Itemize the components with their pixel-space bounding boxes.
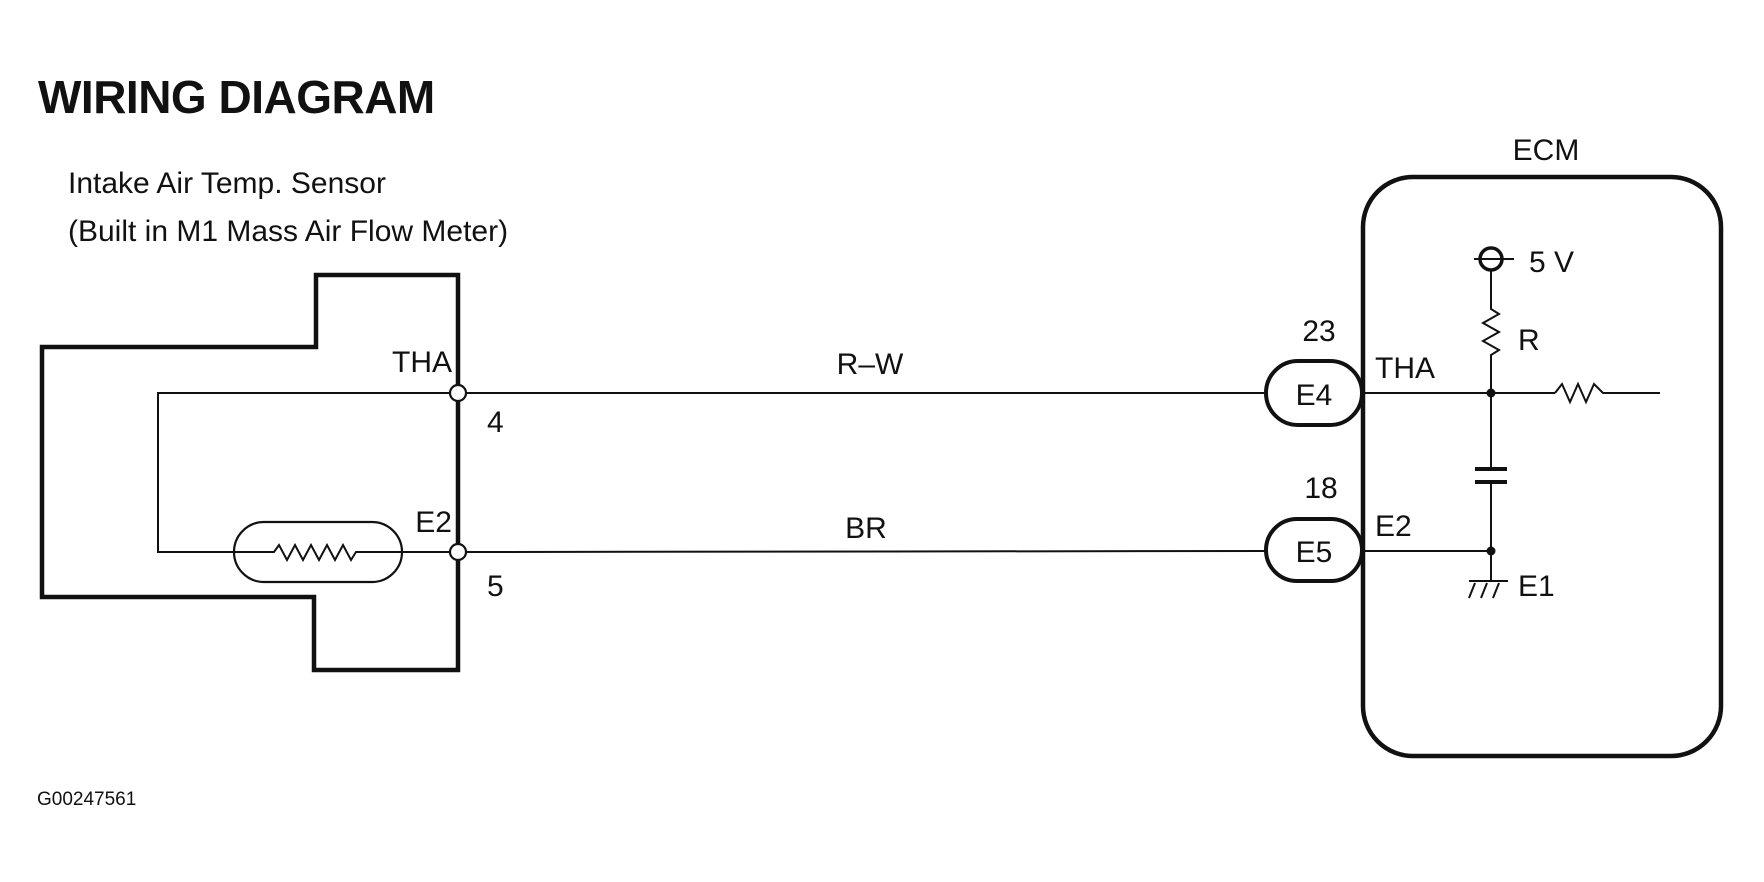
connector-e5 bbox=[1264, 517, 1364, 583]
connector-e4-label: E4 bbox=[1296, 379, 1333, 412]
connector-e4 bbox=[1264, 359, 1364, 427]
thermistor-capsule bbox=[232, 520, 404, 584]
junction-dot-tha bbox=[1486, 388, 1496, 398]
sensor-internal-wire bbox=[157, 392, 450, 553]
sensor-name: Intake Air Temp. Sensor bbox=[68, 167, 386, 200]
sensor-housing bbox=[39, 272, 461, 673]
ecm-pin-18: 18 bbox=[1304, 472, 1337, 505]
supply-5v-label: 5 V bbox=[1529, 246, 1574, 279]
pullup-resistor-label: R bbox=[1518, 324, 1540, 357]
ecm-pin-23: 23 bbox=[1302, 315, 1335, 348]
wire-br bbox=[465, 550, 1267, 553]
wire-label-br: BR bbox=[845, 512, 887, 545]
ground-icon bbox=[1468, 580, 1508, 599]
ecm-box bbox=[1360, 174, 1724, 759]
sensor-terminal-circle-5 bbox=[448, 542, 468, 562]
sensor-pin-4: 4 bbox=[487, 406, 504, 439]
page-title: WIRING DIAGRAM bbox=[38, 71, 435, 123]
pullup-resistor-icon bbox=[1480, 270, 1502, 393]
figure-id: G00247561 bbox=[37, 789, 136, 810]
junction-dot-e2 bbox=[1486, 546, 1496, 556]
sensor-terminal-circle-4 bbox=[448, 383, 468, 403]
ground-label: E1 bbox=[1518, 570, 1555, 603]
ecm-terminal-tha: THA bbox=[1375, 352, 1435, 385]
wire-label-r-w: R–W bbox=[837, 348, 904, 381]
sensor-pin-5: 5 bbox=[487, 570, 504, 603]
sensor-terminal-tha: THA bbox=[392, 346, 452, 379]
thermistor-icon bbox=[269, 542, 363, 563]
ecm-terminal-e2: E2 bbox=[1375, 510, 1412, 543]
signal-resistor-icon bbox=[1554, 381, 1660, 405]
sensor-subname: (Built in M1 Mass Air Flow Meter) bbox=[68, 215, 508, 248]
sensor-terminal-e2: E2 bbox=[415, 506, 452, 539]
ecm-label: ECM bbox=[1513, 134, 1580, 167]
connector-e5-label: E5 bbox=[1296, 536, 1333, 569]
